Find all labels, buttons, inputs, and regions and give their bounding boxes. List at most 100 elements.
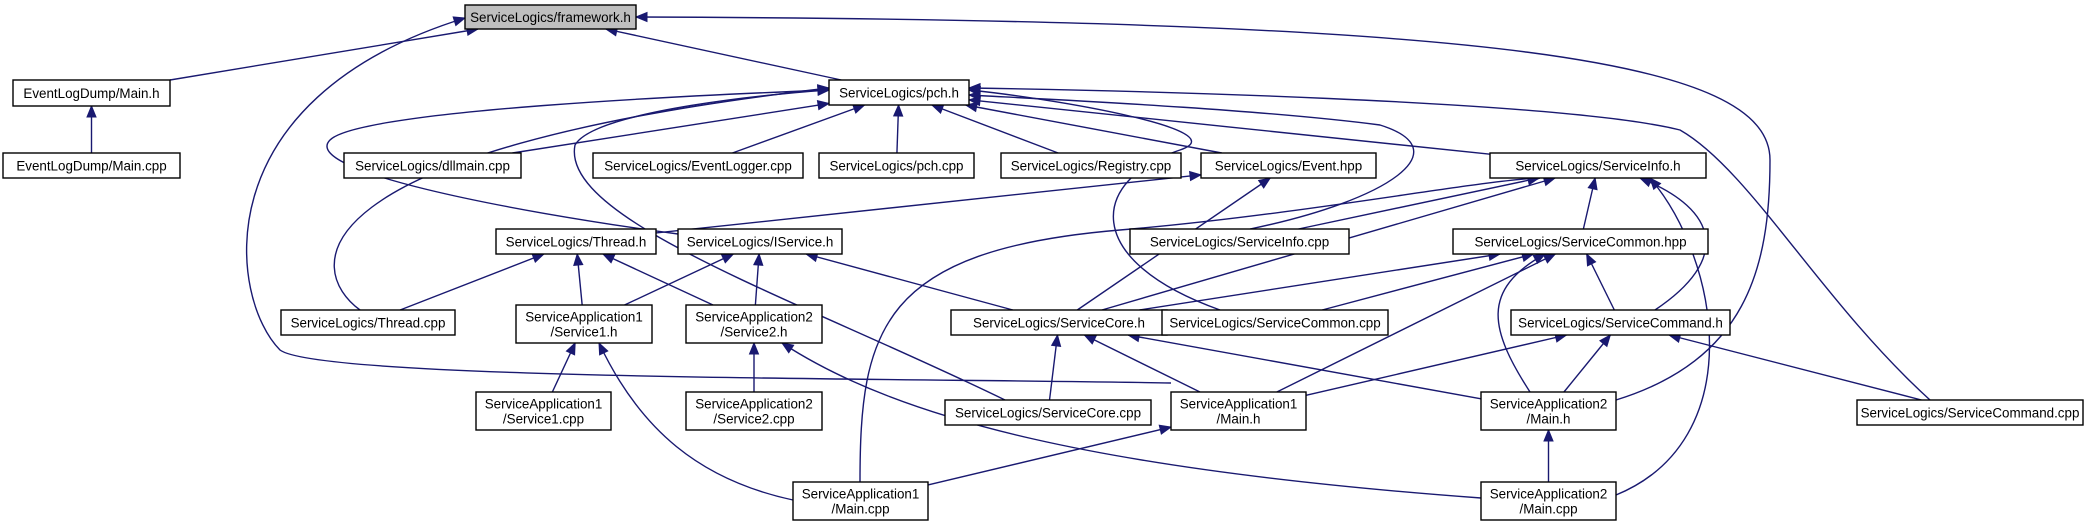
edge-sa1_main_cpp-to-sa1_service1_h (598, 341, 794, 501)
edge-line (968, 94, 1415, 230)
node-thread-cpp[interactable]: ServiceLogics/Thread.cpp (280, 309, 456, 336)
node-eld-main-cpp[interactable]: EventLogDump/Main.cpp (2, 152, 181, 179)
edge-line (1615, 177, 1711, 496)
node-box[interactable] (828, 79, 970, 106)
node-servicecommand-cpp[interactable]: ServiceLogics/ServiceCommand.cpp (1856, 399, 2084, 426)
node-label: ServiceLogics/EventLogger.cpp (604, 159, 792, 174)
node-box[interactable] (475, 391, 612, 431)
node-box[interactable] (592, 152, 804, 179)
node-iservice-h[interactable]: ServiceLogics/IService.h (677, 228, 843, 255)
node-label: EventLogDump/Main.h (23, 86, 159, 101)
edge-event_hpp-to-pch_h (964, 101, 1222, 154)
arrowhead-icon (601, 253, 616, 264)
edge-servicecore_h-to-iservice_h (804, 251, 1014, 311)
node-registry[interactable]: ServiceLogics/Registry.cpp (1000, 152, 1182, 179)
node-box[interactable] (818, 152, 975, 179)
node-sa2-service2-cpp[interactable]: ServiceApplication2/Service2.cpp (685, 391, 823, 431)
node-sa2-main-cpp[interactable]: ServiceApplication2/Main.cpp (1480, 481, 1617, 521)
node-box[interactable] (1170, 391, 1307, 431)
arrowhead-icon (1587, 176, 1598, 191)
edge-line (927, 426, 1172, 486)
edge-line (931, 104, 1059, 154)
node-eventlogger[interactable]: ServiceLogics/EventLogger.cpp (592, 152, 804, 179)
node-box[interactable] (2, 152, 181, 179)
node-box[interactable] (1856, 399, 2084, 426)
node-box[interactable] (12, 79, 171, 107)
node-pch-h[interactable]: ServiceLogics/pch.h (828, 79, 970, 106)
node-box[interactable] (515, 304, 653, 344)
node-event-hpp[interactable]: ServiceLogics/Event.hpp (1200, 152, 1377, 179)
node-label: /Service1.cpp (503, 412, 584, 427)
node-sa2-service2-h[interactable]: ServiceApplication2/Service2.h (685, 304, 823, 344)
node-box[interactable] (343, 152, 522, 179)
node-sa1-service1-cpp[interactable]: ServiceApplication1/Service1.cpp (475, 391, 612, 431)
node-label: ServiceLogics/Thread.h (506, 235, 647, 250)
edge-line (598, 342, 794, 501)
node-servicecore-h[interactable]: ServiceLogics/ServiceCore.h (950, 309, 1168, 336)
node-servicecore-cpp[interactable]: ServiceLogics/ServiceCore.cpp (944, 399, 1152, 426)
arrowhead-icon (851, 103, 866, 114)
node-fw[interactable]: ServiceLogics/framework.h (464, 4, 637, 30)
node-serviceinfo-h[interactable]: ServiceLogics/ServiceInfo.h (1489, 152, 1707, 179)
node-box[interactable] (1480, 481, 1617, 521)
node-box[interactable] (495, 228, 657, 255)
node-dllmain[interactable]: ServiceLogics/dllmain.cpp (343, 152, 522, 179)
node-box[interactable] (944, 399, 1152, 426)
node-box[interactable] (677, 228, 843, 255)
node-box[interactable] (685, 304, 823, 344)
edge-sa2_main_cpp-to-sa2_main_h (1543, 428, 1554, 482)
arrowhead-icon (565, 341, 576, 356)
node-label: ServiceApplication1 (802, 487, 920, 502)
edge-servicecore_cpp-to-servicecore_h (1048, 333, 1062, 401)
edge-line (968, 99, 1491, 155)
edge-line (968, 87, 1931, 401)
node-pch-cpp[interactable]: ServiceLogics/pch.cpp (818, 152, 975, 179)
node-thread-h[interactable]: ServiceLogics/Thread.h (495, 228, 657, 255)
node-box[interactable] (280, 309, 456, 336)
node-box[interactable] (792, 481, 929, 521)
edge-line (624, 253, 734, 306)
edge-line (573, 89, 1006, 401)
node-sa1-main-h[interactable]: ServiceApplication1/Main.h (1170, 391, 1307, 431)
node-box[interactable] (464, 4, 637, 30)
edge-thread_h-to-event_hpp (655, 170, 1203, 234)
node-label: ServiceApplication1 (525, 310, 643, 325)
edge-sa2_main_h-to-fw (634, 11, 1771, 401)
edge-line (1276, 253, 1556, 393)
node-label: ServiceApplication2 (695, 397, 813, 412)
node-box[interactable] (1510, 309, 1731, 336)
node-box[interactable] (1489, 152, 1707, 179)
node-serviceinfo-cpp[interactable]: ServiceLogics/ServiceInfo.cpp (1129, 228, 1350, 255)
node-box[interactable] (1480, 391, 1617, 431)
arrowhead-icon (1158, 424, 1173, 435)
node-box[interactable] (1452, 228, 1709, 255)
node-box[interactable] (1161, 309, 1389, 336)
edge-line (399, 253, 545, 311)
node-box[interactable] (1000, 152, 1182, 179)
node-box[interactable] (1129, 228, 1350, 255)
edge-servicecore_cpp-to-pch_h (573, 85, 1006, 401)
node-sa2-main-h[interactable]: ServiceApplication2/Main.h (1480, 391, 1617, 431)
node-box[interactable] (685, 391, 823, 431)
arrowhead-icon (452, 16, 467, 27)
node-box[interactable] (950, 309, 1168, 336)
edge-line (326, 89, 830, 235)
node-sa1-main-cpp[interactable]: ServiceApplication1/Main.cpp (792, 481, 929, 521)
edge-line (1321, 253, 1534, 311)
edge-line (333, 87, 830, 311)
node-servicecommon-cpp[interactable]: ServiceLogics/ServiceCommon.cpp (1161, 309, 1389, 336)
edge-sa2_service2_h-to-iservice_h (753, 252, 764, 306)
node-servicecommand-h[interactable]: ServiceLogics/ServiceCommand.h (1510, 309, 1731, 336)
edge-line (1128, 334, 1482, 400)
edge-sa1_main_h-to-servicecommand_h (1305, 332, 1568, 397)
node-eld-main-h[interactable]: EventLogDump/Main.h (12, 79, 171, 107)
node-sa1-service1-h[interactable]: ServiceApplication1/Service1.h (515, 304, 653, 344)
edge-line (602, 253, 714, 306)
arrowhead-icon (816, 100, 831, 111)
edge-sa2_main_cpp-to-sa2_service2_h (780, 342, 1482, 499)
node-label: ServiceLogics/ServiceCommand.h (1518, 316, 1723, 331)
node-servicecommon-hpp[interactable]: ServiceLogics/ServiceCommon.hpp (1452, 228, 1709, 255)
arrowhead-icon (720, 253, 735, 264)
node-box[interactable] (1200, 152, 1377, 179)
